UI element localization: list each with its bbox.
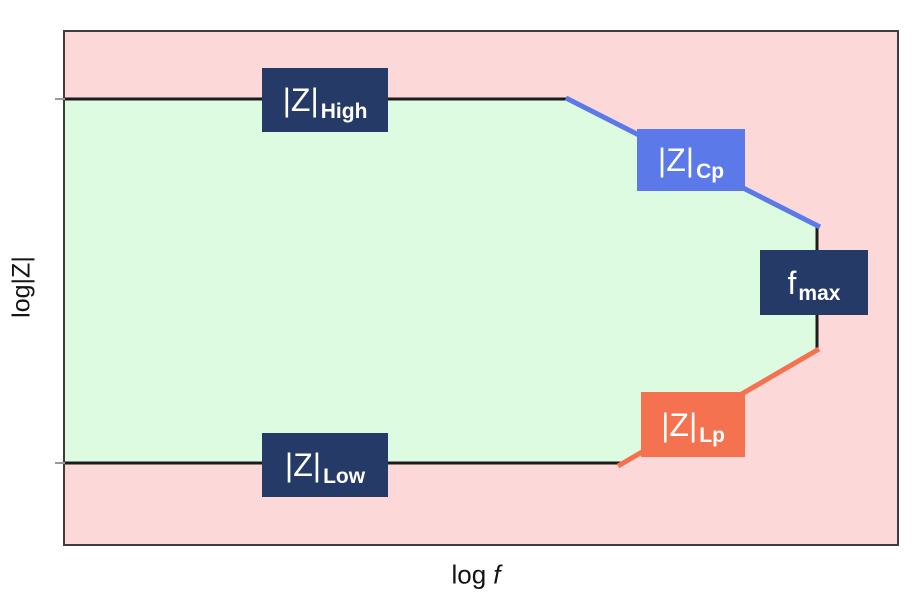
z-lp-label-main: |Z| [661,406,698,443]
x-axis-label-prefix: log [451,559,487,590]
z-cp-label-box: |Z| Cp [637,129,745,191]
z-high-label-main: |Z| [282,82,319,118]
measurable-region-polygon [65,99,817,464]
z-low-label-box: |Z| Low [262,433,388,497]
z-lp-label-sub: Lp [699,424,725,447]
f-max-label-main: f [787,264,797,301]
z-high-label-box: |Z| High [262,68,388,132]
x-axis-label-variable: f [493,559,501,590]
z-low-label-main: |Z| [284,447,322,483]
z-low-label-sub: Low [323,464,366,488]
z-high-label-sub: High [320,99,368,123]
f-max-label-sub: max [798,282,841,305]
f-max-label-box: f max [760,250,868,315]
plot-area: |Z| High |Z| Cp f max |Z| Lp |Z| Low [55,30,899,546]
y-axis-label: log|Z| [7,256,36,318]
z-cp-label-main: |Z| [657,142,695,178]
z-cp-label-sub: Cp [696,159,725,183]
z-lp-label-box: |Z| Lp [641,392,745,457]
